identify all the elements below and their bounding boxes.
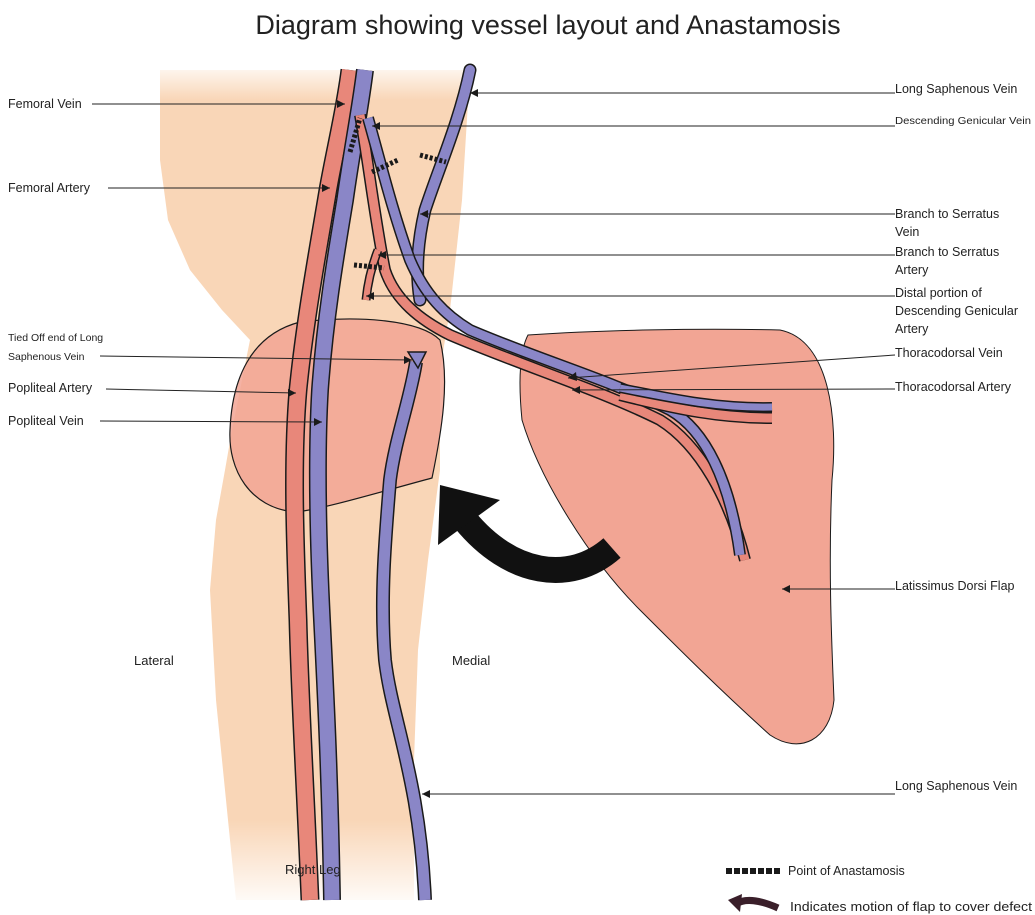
diagram-title: Diagram showing vessel layout and Anasta…	[255, 10, 840, 40]
label-branch-serratus-vein-2: Vein	[895, 225, 919, 239]
legend: Point of Anastamosis Indicates motion of…	[726, 864, 1033, 914]
label-femoral-vein: Femoral Vein	[8, 97, 82, 111]
label-distal-portion-2: Descending Genicular	[895, 304, 1018, 318]
label-popliteal-artery: Popliteal Artery	[8, 381, 93, 395]
label-distal-portion-3: Artery	[895, 322, 929, 336]
legend-motion-label: Indicates motion of flap to cover defect	[790, 900, 1033, 914]
label-thoracodorsal-artery: Thoracodorsal Artery	[895, 380, 1012, 394]
legend-anastomosis-label: Point of Anastamosis	[788, 864, 905, 878]
label-branch-serratus-artery-1: Branch to Serratus	[895, 245, 999, 259]
label-latissimus-flap: Latissimus Dorsi Flap	[895, 579, 1015, 593]
label-thoracodorsal-vein: Thoracodorsal Vein	[895, 346, 1003, 360]
legend-motion-arrow-icon	[736, 901, 778, 908]
label-branch-serratus-artery-2: Artery	[895, 263, 929, 277]
label-descending-genicular-vein: Descending Genicular Vein	[895, 115, 1031, 127]
label-right-leg: Right Leg	[285, 862, 341, 877]
label-tied-off-2: Saphenous Vein	[8, 351, 85, 363]
label-long-saphenous-top: Long Saphenous Vein	[895, 82, 1017, 96]
label-lateral: Lateral	[134, 653, 174, 668]
label-medial: Medial	[452, 653, 490, 668]
label-tied-off-1: Tied Off end of Long	[8, 332, 103, 344]
label-distal-portion-1: Distal portion of	[895, 286, 982, 300]
label-branch-serratus-vein-1: Branch to Serratus	[895, 207, 999, 221]
popliteal-defect-patch	[230, 319, 445, 512]
label-popliteal-vein: Popliteal Vein	[8, 414, 84, 428]
label-long-saphenous-bottom: Long Saphenous Vein	[895, 779, 1017, 793]
leg-top-fade	[150, 60, 480, 100]
latissimus-flap-shape	[520, 329, 834, 744]
label-femoral-artery: Femoral Artery	[8, 181, 91, 195]
